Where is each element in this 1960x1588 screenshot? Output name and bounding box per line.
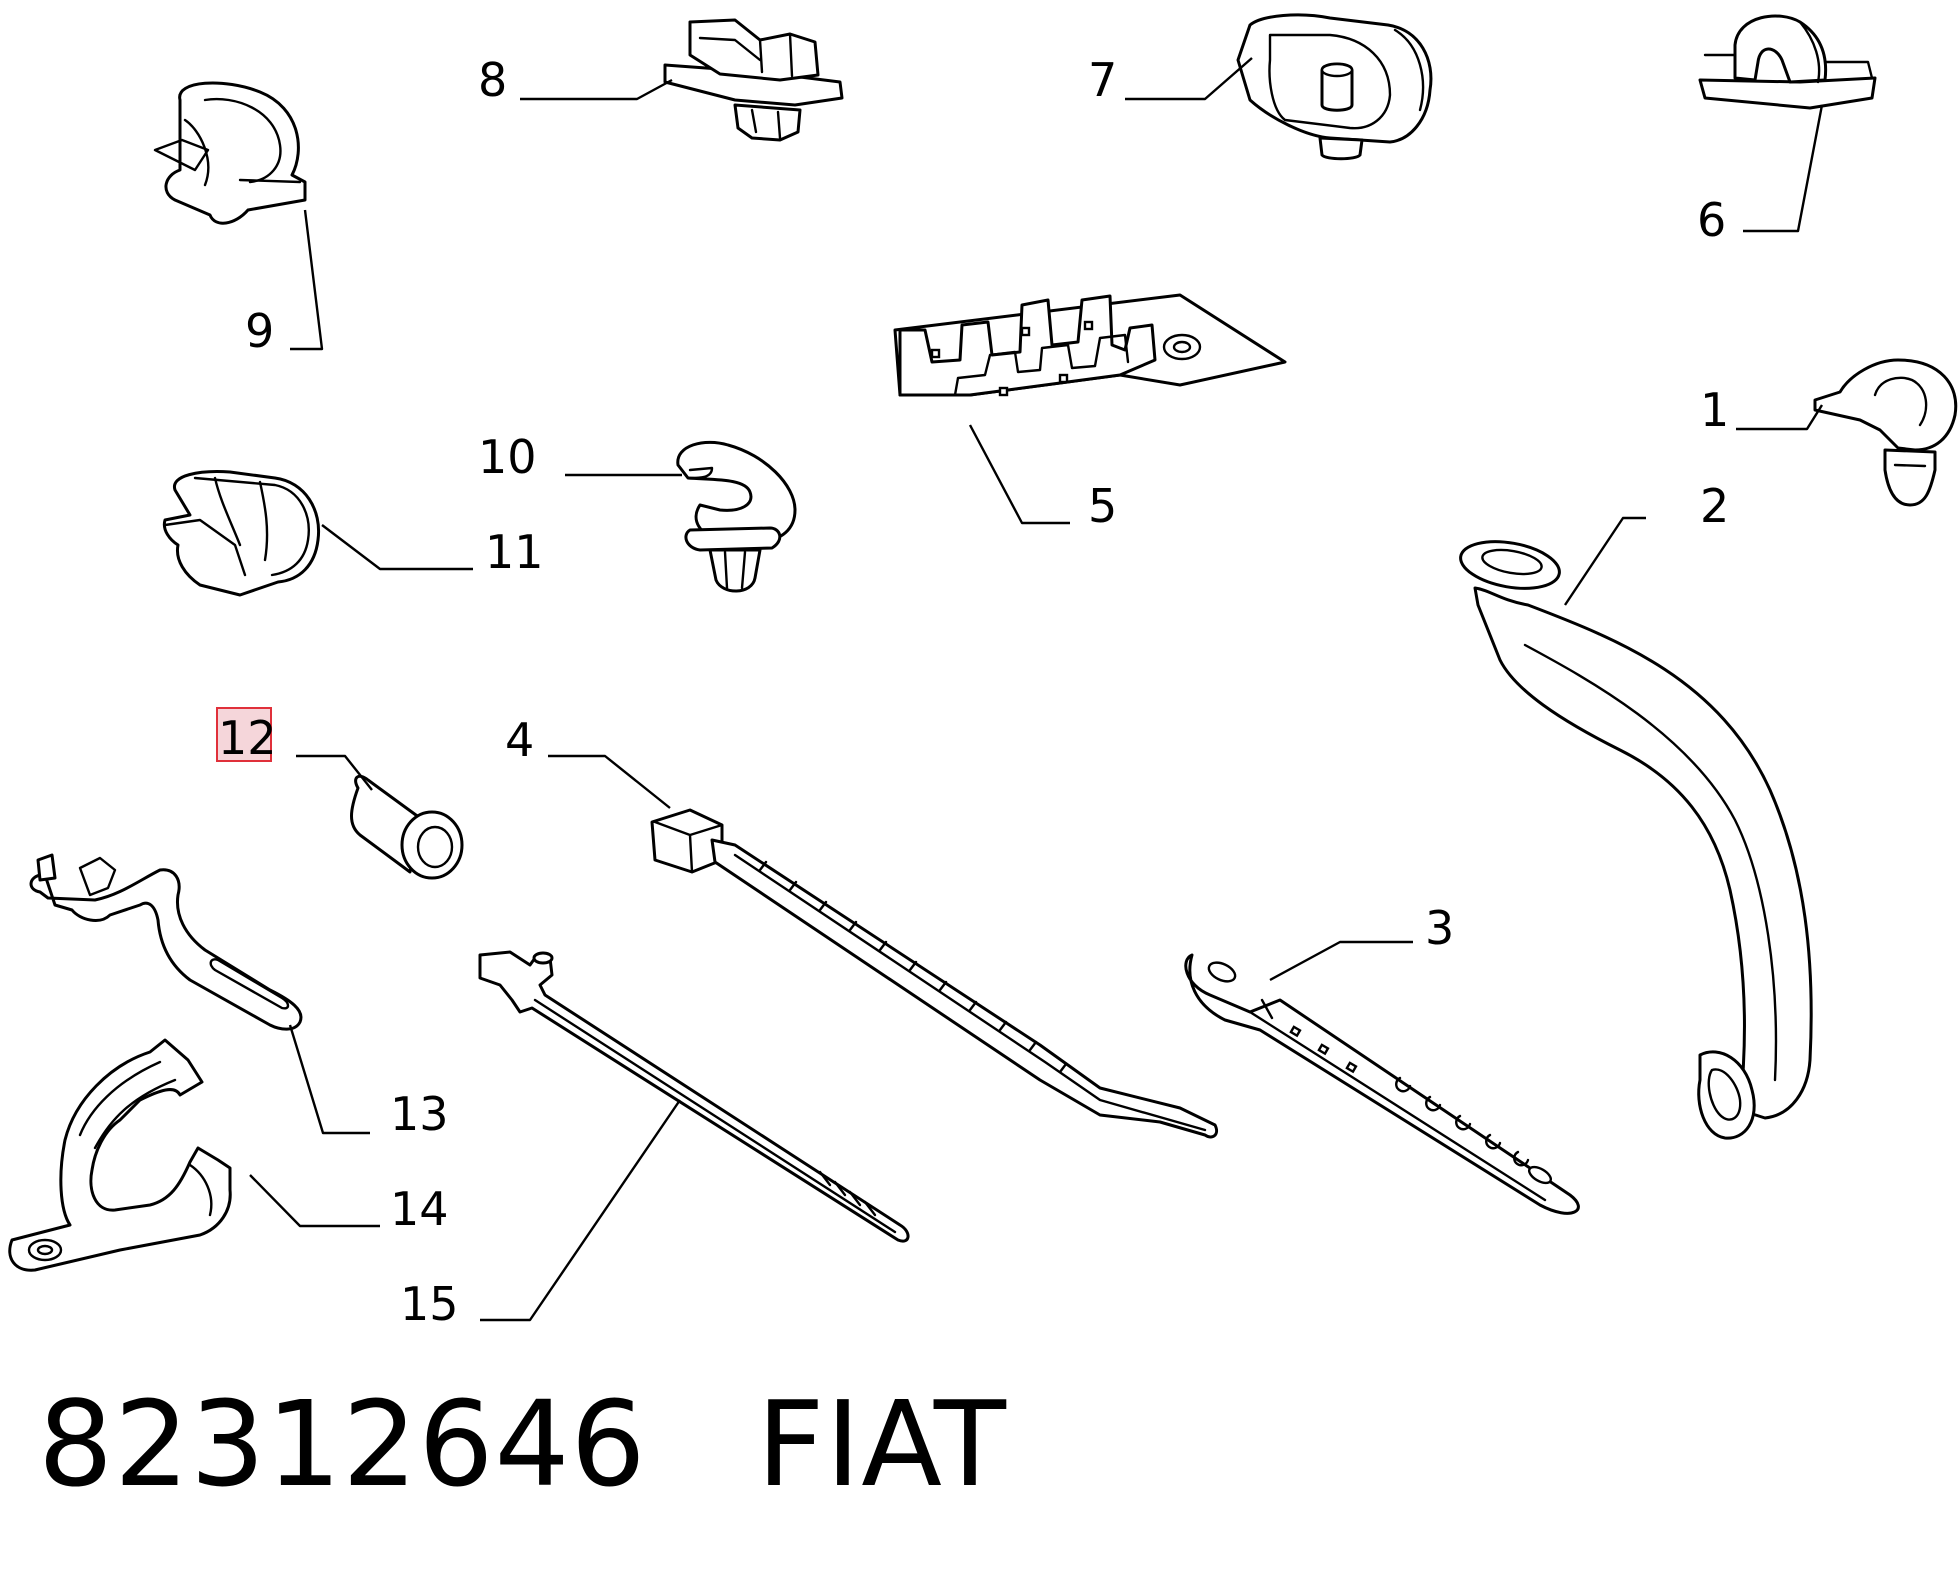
part-11-clip — [162, 470, 321, 597]
part-1-clip — [1813, 358, 1958, 507]
callout-labels: 8 7 6 9 1 5 2 10 11 12 4 3 13 14 15 — [218, 53, 1729, 1331]
callout-6: 6 — [1697, 193, 1726, 247]
callout-4: 4 — [505, 713, 534, 767]
part-15-tie — [478, 950, 910, 1243]
callout-2: 2 — [1700, 479, 1729, 533]
callout-14: 14 — [390, 1182, 449, 1236]
part-6-clip — [1698, 14, 1877, 110]
callout-10: 10 — [478, 430, 537, 484]
brand-name: FIAT — [756, 1375, 1007, 1513]
part-9-clip — [153, 81, 307, 225]
callout-11: 11 — [485, 525, 544, 579]
callout-13: 13 — [390, 1087, 449, 1141]
callout-12-highlight — [216, 707, 272, 762]
part-8-clip — [663, 18, 844, 142]
part-2-sleeve — [1459, 540, 1813, 1140]
part-3-strap — [1184, 953, 1580, 1215]
callout-15: 15 — [400, 1277, 459, 1331]
callout-5: 5 — [1088, 479, 1117, 533]
part-number: 82312646 — [38, 1375, 647, 1513]
callout-9: 9 — [245, 304, 274, 358]
callout-7: 7 — [1088, 53, 1117, 107]
part-5-bracket — [893, 293, 1287, 397]
callout-3: 3 — [1425, 901, 1454, 955]
callout-1: 1 — [1700, 383, 1729, 437]
callout-8: 8 — [478, 53, 507, 107]
part-10-clip — [676, 440, 797, 593]
part-12-plug — [350, 774, 464, 880]
callout-12: 12 — [218, 711, 277, 765]
part-4-tie — [650, 808, 1219, 1139]
leader-lines — [249, 57, 1824, 1322]
part-14-clamp — [8, 1038, 232, 1272]
part-13-strap — [29, 853, 303, 1031]
part-7-bracket — [1236, 13, 1433, 161]
